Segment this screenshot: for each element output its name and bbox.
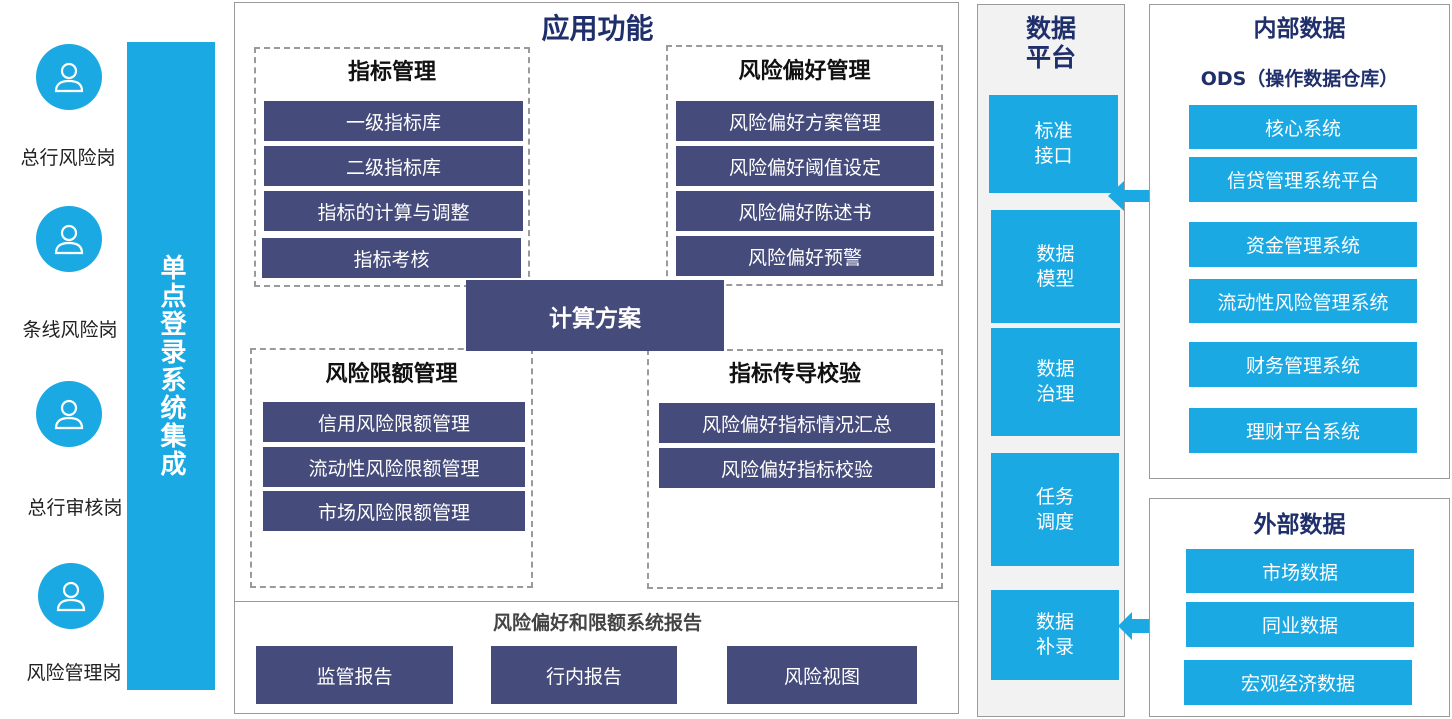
indicator-item[interactable]: 二级指标库 — [264, 146, 523, 186]
platform-module-line: 补录 — [1035, 636, 1074, 658]
platform-module-line: 模型 — [1036, 267, 1075, 290]
platform-module-line: 接口 — [1034, 145, 1073, 167]
role-avatar — [36, 44, 102, 110]
platform-module-line: 数据 — [1035, 611, 1074, 633]
data-platform-title-line: 平台 — [1025, 43, 1076, 72]
platform-module-line: 调度 — [1035, 510, 1074, 533]
data-platform-title: 数据 平台 — [977, 12, 1125, 74]
role-avatar — [36, 206, 102, 272]
role-label: 总行风险岗 — [20, 147, 116, 169]
internal-system-item[interactable]: 流动性风险管理系统 — [1189, 279, 1417, 323]
data-platform-title-line: 数据 — [1025, 14, 1076, 43]
app-functions-title: 应用功能 — [541, 12, 654, 45]
external-data-item[interactable]: 宏观经济数据 — [1184, 660, 1412, 705]
user-icon — [56, 581, 86, 612]
indicator-transmission-item[interactable]: 风险偏好指标校验 — [659, 448, 935, 488]
role-list: 总行风险岗 条线风险岗 总行审核岗 风险管理岗 — [0, 0, 130, 719]
risk-appetite-group — [666, 45, 943, 286]
external-data-title: 外部数据 — [1253, 512, 1346, 538]
risk-appetite-item[interactable]: 风险偏好阈值设定 — [676, 146, 934, 186]
internal-system-item[interactable]: 财务管理系统 — [1189, 342, 1417, 387]
risk-limit-item[interactable]: 市场风险限额管理 — [263, 491, 525, 531]
indicator-transmission-group — [647, 349, 943, 589]
risk-limit-group — [250, 348, 533, 588]
platform-module[interactable]: 任务 调度 — [991, 453, 1119, 566]
role-label: 总行审核岗 — [27, 497, 123, 519]
platform-module[interactable]: 标准 接口 — [989, 95, 1118, 193]
internal-system-item[interactable]: 信贷管理系统平台 — [1189, 157, 1417, 202]
internal-system-item[interactable]: 资金管理系统 — [1189, 222, 1417, 267]
user-icon — [54, 224, 84, 255]
role-avatar — [36, 381, 102, 447]
sso-integration-bar: 单点登录系统集成 — [127, 42, 215, 690]
platform-module[interactable]: 数据 模型 — [991, 210, 1120, 323]
report-title: 风险偏好和限额系统报告 — [492, 611, 702, 634]
indicator-transmission-item[interactable]: 风险偏好指标情况汇总 — [659, 403, 935, 443]
platform-module[interactable]: 数据 补录 — [991, 590, 1119, 680]
indicator-item[interactable]: 指标的计算与调整 — [264, 191, 523, 231]
indicator-item[interactable]: 一级指标库 — [264, 101, 523, 141]
risk-appetite-item[interactable]: 风险偏好预警 — [676, 236, 934, 276]
calc-scheme-box[interactable]: 计算方案 — [466, 280, 724, 351]
risk-appetite-title: 风险偏好管理 — [738, 59, 871, 84]
report-item[interactable]: 行内报告 — [491, 646, 677, 704]
report-item[interactable]: 监管报告 — [256, 646, 453, 704]
user-icon — [54, 399, 84, 430]
arrow-left-icon — [1118, 612, 1152, 640]
internal-system-item[interactable]: 核心系统 — [1189, 105, 1417, 149]
external-data-item[interactable]: 市场数据 — [1186, 549, 1414, 593]
platform-module-line: 数据 — [1036, 242, 1075, 265]
internal-data-subtitle: ODS（操作数据仓库） — [1200, 67, 1399, 90]
indicator-transmission-title: 指标传导校验 — [728, 362, 861, 387]
indicator-mgmt-title: 指标管理 — [347, 60, 436, 85]
platform-module-line: 数据 — [1036, 358, 1075, 380]
internal-system-item[interactable]: 理财平台系统 — [1189, 408, 1417, 453]
indicator-mgmt-group — [254, 47, 530, 287]
risk-limit-item[interactable]: 流动性风险限额管理 — [263, 447, 525, 487]
risk-limit-item[interactable]: 信用风险限额管理 — [263, 402, 525, 442]
platform-module[interactable]: 数据 治理 — [991, 328, 1120, 436]
risk-limit-title: 风险限额管理 — [325, 362, 458, 387]
external-data-item[interactable]: 同业数据 — [1186, 602, 1414, 647]
user-icon — [54, 62, 84, 93]
report-item[interactable]: 风险视图 — [727, 646, 917, 704]
risk-appetite-item[interactable]: 风险偏好方案管理 — [676, 101, 934, 141]
risk-appetite-item[interactable]: 风险偏好陈述书 — [676, 191, 934, 231]
indicator-item[interactable]: 指标考核 — [262, 238, 521, 278]
platform-module-line: 治理 — [1036, 383, 1075, 405]
platform-module-line: 任务 — [1035, 485, 1074, 508]
platform-module-line: 标准 — [1034, 120, 1073, 142]
role-label: 风险管理岗 — [26, 662, 122, 684]
role-label: 条线风险岗 — [22, 319, 118, 341]
internal-data-title: 内部数据 — [1253, 16, 1346, 42]
role-avatar — [38, 563, 104, 629]
